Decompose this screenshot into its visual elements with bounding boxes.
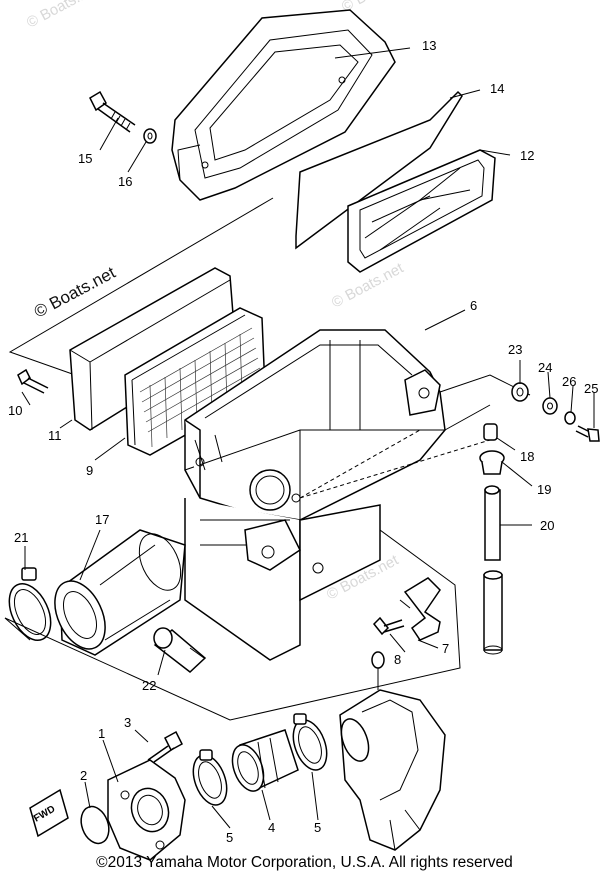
callout-5-left: 5	[226, 830, 233, 845]
manifold-part-1	[107, 759, 186, 861]
callout-15: 15	[78, 151, 92, 166]
air-box-case-part	[184, 329, 446, 661]
callout-12: 12	[520, 148, 534, 163]
washer-part-26	[564, 411, 576, 425]
callout-7: 7	[442, 641, 449, 656]
leader-lines	[21, 47, 595, 829]
fitting-part-22	[153, 627, 207, 673]
callout-4: 4	[268, 820, 275, 835]
seal-ring-part	[295, 90, 463, 250]
callout-16: 16	[118, 174, 132, 189]
callout-2: 2	[80, 768, 87, 783]
bracket-part-7	[399, 577, 441, 641]
o-ring-part-2	[80, 805, 110, 845]
callout-23: 23	[508, 342, 522, 357]
hose-clamp-part-21	[8, 567, 52, 641]
grommet-part-23	[511, 382, 529, 402]
clamp-part-5-left	[192, 749, 228, 806]
joint-part-4	[231, 729, 299, 792]
bolt-part-25	[575, 425, 600, 442]
carburetor-part	[339, 651, 446, 851]
drain-hose-part-20	[483, 485, 503, 655]
callout-26: 26	[562, 374, 576, 389]
clamp-part-19	[479, 450, 505, 475]
callout-labels: 13 14 12 15 16 6 23 24 26 25 18 19 20 10…	[8, 38, 598, 845]
copyright-footer: ©2013 Yamaha Motor Corporation, U.S.A. A…	[96, 854, 513, 871]
callout-5-right: 5	[314, 820, 321, 835]
callout-11: 11	[48, 428, 62, 443]
callout-8: 8	[394, 652, 401, 667]
bolt-part-3	[147, 730, 183, 763]
collar-part-24	[542, 397, 558, 415]
fwd-arrow-mark: FWD	[29, 788, 69, 838]
callout-14: 14	[490, 81, 504, 96]
callout-3: 3	[124, 715, 131, 730]
callout-17: 17	[95, 512, 109, 527]
callout-24: 24	[538, 360, 552, 375]
callout-25: 25	[584, 381, 598, 396]
air-box-cover-part	[171, 9, 396, 201]
callout-13: 13	[422, 38, 436, 53]
joint-part-17	[54, 529, 186, 656]
callout-10: 10	[8, 403, 22, 418]
cap-part-18	[483, 423, 498, 441]
callout-21: 21	[14, 530, 28, 545]
callout-20: 20	[540, 518, 554, 533]
washer-part-16	[143, 128, 157, 144]
callout-6: 6	[470, 298, 477, 313]
watermark-brand: © Boats.net	[31, 263, 119, 322]
screw-part-10	[17, 368, 49, 394]
callout-9: 9	[86, 463, 93, 478]
bolt-part-15	[89, 90, 136, 133]
callout-19: 19	[537, 482, 551, 497]
watermark-top-left: © Boats.net	[24, 0, 102, 32]
screw-part-8	[372, 616, 405, 636]
callout-18: 18	[520, 449, 534, 464]
callout-22: 22	[142, 678, 156, 693]
clamp-part-5-right	[292, 713, 328, 771]
callout-1: 1	[98, 726, 105, 741]
element-plate-part	[347, 149, 496, 273]
